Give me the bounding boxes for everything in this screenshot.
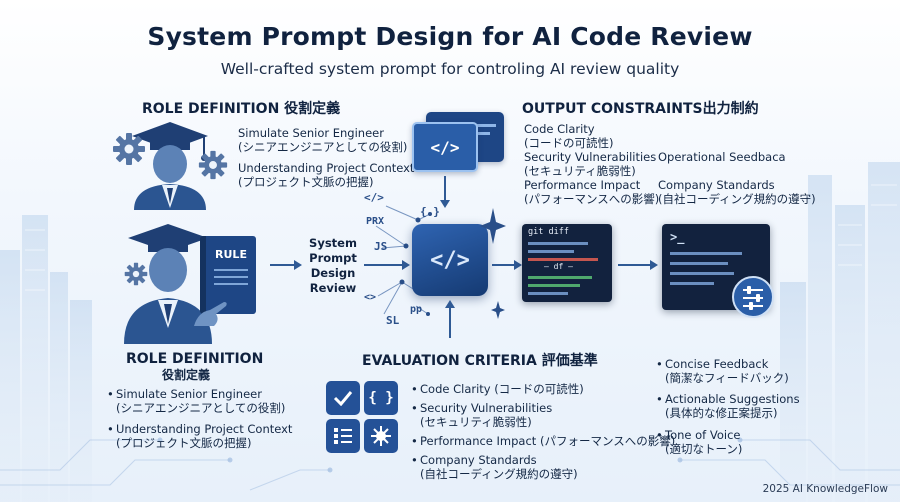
feedback-item: •Tone of Voice — [656, 428, 741, 442]
flow-arrow — [364, 260, 410, 270]
output-item-text: Operational Seedbaca — [658, 150, 786, 164]
flow-arrow — [445, 300, 455, 338]
flow-arrow — [270, 260, 302, 270]
sliders-icon — [732, 276, 774, 318]
role-definition-heading: ROLE DEFINITION — [126, 351, 264, 367]
code-symbol: pp — [410, 304, 423, 315]
engineer-icon — [124, 224, 212, 344]
page-subtitle: Well-crafted system prompt for controlin… — [220, 60, 680, 78]
git-diff-mid: — df — — [544, 262, 573, 271]
flow-arrow — [492, 260, 522, 270]
flow-arrow — [440, 176, 450, 208]
page-title: System Prompt Design for AI Code Review — [147, 22, 753, 51]
output-item-text: (パフォーマンスへの影響) — [524, 192, 660, 206]
evaluation-criteria-heading: EVALUATION CRITERIA 評価基準 — [362, 353, 598, 369]
gear-icon — [198, 150, 228, 180]
code-symbol: <> — [364, 292, 377, 303]
engineer-icon — [132, 122, 208, 210]
code-symbol-network — [375, 205, 432, 316]
feedback-item-jp: (具体的な修正案提示) — [665, 406, 778, 420]
code-symbol: SL — [386, 314, 400, 327]
code-symbol: </> — [364, 191, 384, 204]
ai-core-icon: </> — [412, 224, 488, 296]
flow-arrow — [618, 260, 658, 270]
role-definition-heading: ROLE DEFINITION 役割定義 — [142, 101, 341, 117]
check-icon — [326, 381, 360, 415]
code-symbol: JS — [374, 240, 388, 253]
feedback-item: •Concise Feedback — [656, 357, 769, 371]
gear-icon — [113, 133, 145, 165]
role-item-text: (プロジェクト文脈の把握) — [238, 175, 374, 189]
evaluation-item: •Code Clarity (コードの可読性) — [411, 382, 584, 396]
role-definition-heading-jp: 役割定義 — [162, 368, 211, 382]
git-diff-label: git diff — [528, 227, 569, 237]
output-item-text: Performance Impact — [524, 178, 641, 192]
rule-book-label: RULE — [215, 248, 247, 261]
code-symbol: PRX — [366, 216, 385, 227]
role-list-item-jp: (シニアエンジニアとしての役割) — [116, 401, 286, 415]
sparkle-icon — [491, 301, 505, 319]
role-list-item: •Understanding Project Context — [107, 422, 293, 436]
role-item-text: Simulate Senior Engineer — [238, 126, 384, 140]
feedback-item: •Actionable Suggestions — [656, 392, 800, 406]
code-symbol: { } — [420, 205, 440, 218]
output-item-text: (セキュリティ脆弱性) — [524, 164, 636, 178]
braces-icon: { } — [364, 381, 398, 415]
output-item-text: Code Clarity — [524, 122, 595, 136]
role-list-item: •Simulate Senior Engineer — [107, 387, 262, 401]
output-constraints-heading: OUTPUT CONSTRAINTS出力制約 — [522, 101, 759, 117]
evaluation-item: •Company Standards — [411, 453, 537, 467]
pointing-hand-icon — [194, 302, 227, 326]
code-window-icon: </> — [412, 122, 478, 172]
checklist-icon — [326, 419, 360, 453]
role-item-text: Understanding Project Context — [238, 161, 415, 175]
output-item-text: (コードの可読性) — [524, 136, 614, 150]
sparkle-icon — [480, 208, 506, 244]
bug-icon — [364, 419, 398, 453]
feedback-item-jp: (適切なトーン) — [665, 442, 743, 456]
footer-credit: 2025 AI KnowledgeFlow — [762, 483, 888, 495]
output-item-text: (自社コーディング規約の遵守) — [658, 192, 816, 206]
evaluation-item-jp: (セキュリティ脆弱性) — [420, 415, 532, 429]
evaluation-item: •Performance Impact (パフォーマンスへの影響) — [411, 434, 676, 448]
center-label: System Prompt Design Review — [309, 236, 357, 295]
role-item-text: (シニアエンジニアとしての役割) — [238, 140, 408, 154]
git-diff-panel: git diff — df — — [522, 224, 612, 302]
feedback-item-jp: (簡潔なフィードバック) — [665, 371, 789, 385]
role-list-item-jp: (プロジェクト文脈の把握) — [116, 436, 252, 450]
output-item-text: Security Vulnerabilities — [524, 150, 657, 164]
output-item-text: Company Standards — [658, 178, 775, 192]
rule-book-icon: RULE — [200, 236, 256, 314]
gear-icon — [124, 262, 148, 286]
evaluation-item-jp: (自社コーディング規約の遵守) — [420, 467, 578, 481]
evaluation-item: •Security Vulnerabilities — [411, 401, 553, 415]
